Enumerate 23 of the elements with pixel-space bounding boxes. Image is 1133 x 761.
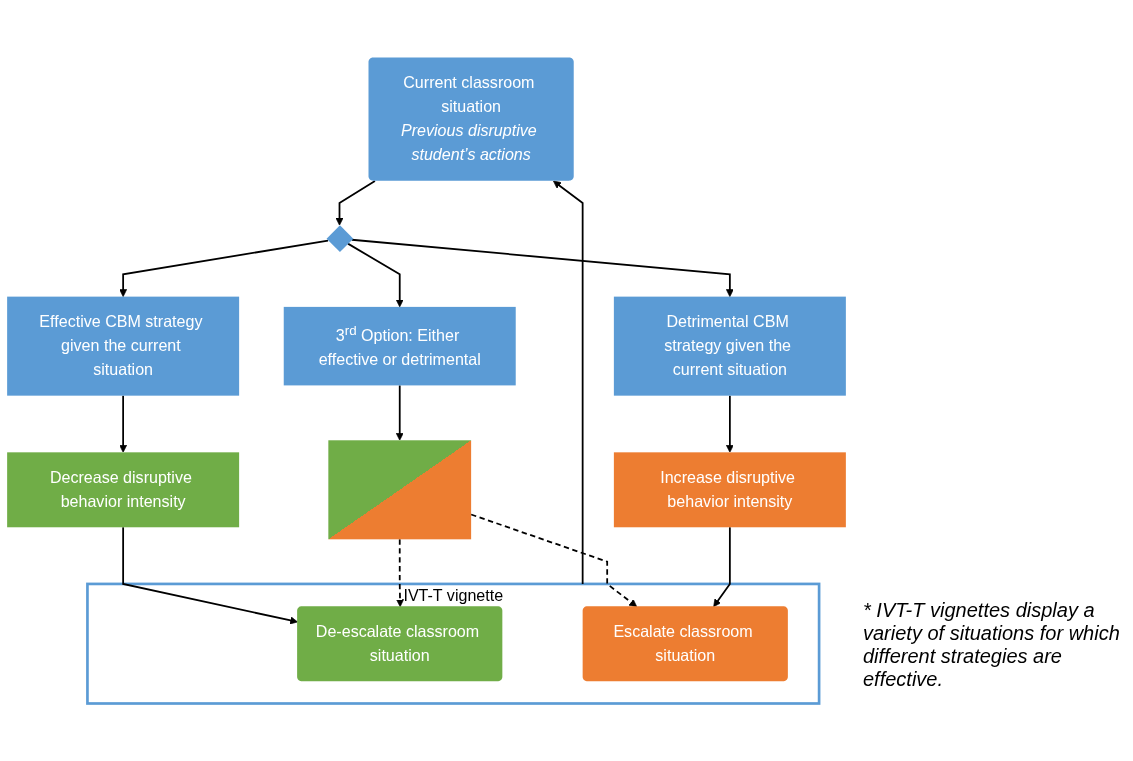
node-box: De-escalate classroom situation	[297, 606, 503, 682]
arrow	[395, 384, 404, 441]
node-box: Decrease disruptive behavior intensity	[7, 452, 240, 528]
arrow	[553, 180, 584, 585]
node-box: Effective CBM strategy given the current situation	[7, 296, 240, 396]
arrow	[335, 180, 376, 226]
node-box: Escalate classroom situation	[582, 606, 788, 682]
arrow	[470, 513, 638, 608]
arrow	[119, 239, 329, 297]
arrow	[347, 242, 404, 308]
node-box: Detrimental CBM strategy given the current situation	[613, 296, 846, 396]
node-box: 3$^{rd}$ Option: Either effective or detrimental	[283, 306, 516, 386]
node-box: Increase disruptive behavior intensity	[613, 452, 846, 528]
node-box: Current classroom situation Previous disruptive student’s actions	[368, 57, 574, 181]
arrow	[725, 394, 734, 453]
note-text: * IVT-T vignettes display a variety of situations for which different strategies are effective.	[863, 599, 1121, 691]
arrow	[350, 238, 734, 297]
arrow	[119, 394, 128, 453]
arrow	[713, 526, 731, 608]
arrow	[396, 538, 404, 608]
node-diamond	[326, 225, 354, 252]
arrow	[122, 526, 298, 625]
node-box	[328, 440, 472, 540]
